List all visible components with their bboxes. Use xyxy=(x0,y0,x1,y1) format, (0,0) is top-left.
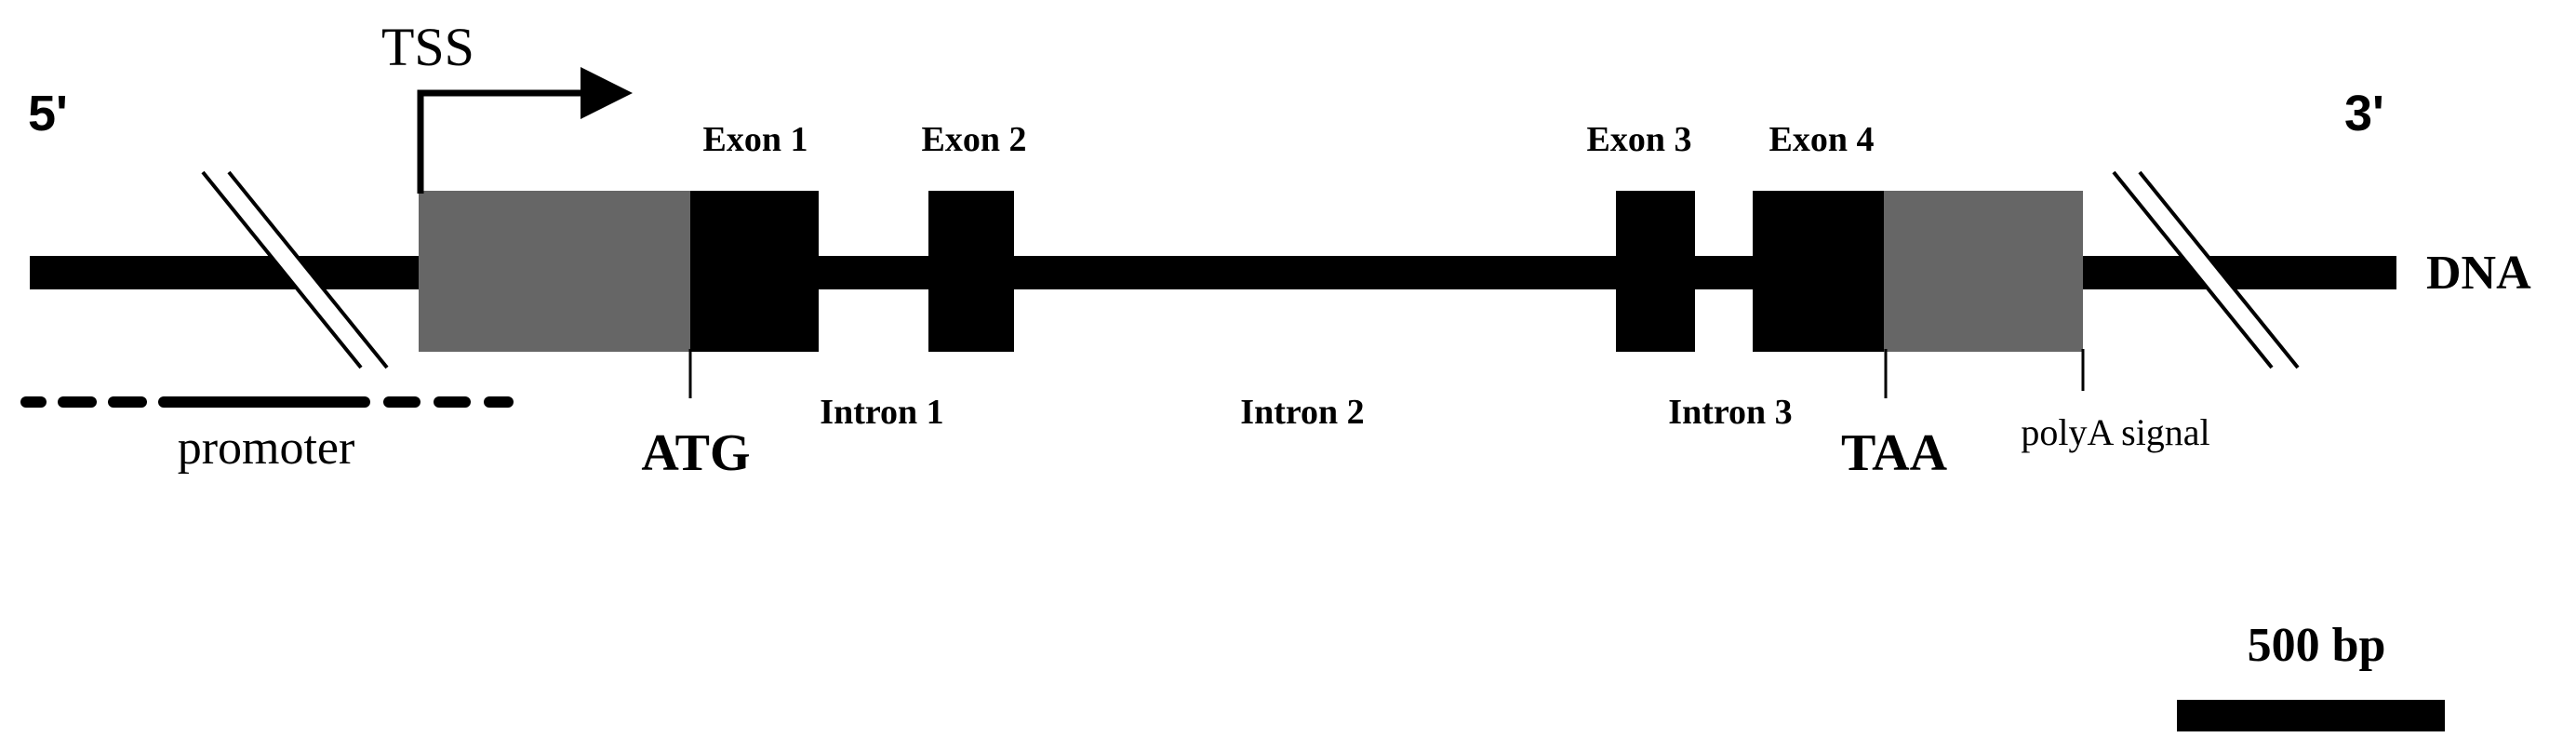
exon-3-label: Exon 3 xyxy=(1587,120,1692,159)
intron-1-label: Intron 1 xyxy=(820,393,943,432)
utr-5prime xyxy=(419,191,693,352)
tss-label: TSS xyxy=(381,17,474,77)
polya-signal-label: polyA signal xyxy=(2021,411,2209,453)
exon-4-box xyxy=(1753,191,1886,352)
scale-bar-label: 500 bp xyxy=(2248,619,2386,672)
intron-3-label: Intron 3 xyxy=(1668,393,1792,432)
scale-bar xyxy=(2177,700,2445,731)
dna-label: DNA xyxy=(2426,247,2531,300)
taa-label: TAA xyxy=(1841,424,1948,482)
tss-arrow xyxy=(417,67,633,194)
three-prime-label: 3' xyxy=(2344,86,2384,141)
exon-4-label: Exon 4 xyxy=(1769,120,1875,159)
exon-3-box xyxy=(1616,191,1695,352)
exon-2-box xyxy=(928,191,1014,352)
five-prime-label: 5' xyxy=(28,86,68,141)
promoter-label: promoter xyxy=(178,422,355,475)
utr-3prime xyxy=(1884,191,2083,352)
exon-1-box xyxy=(690,191,819,352)
exon-1-label: Exon 1 xyxy=(703,120,808,159)
intron-2-label: Intron 2 xyxy=(1240,393,1364,432)
break-mark-right xyxy=(2112,170,2300,369)
exon-2-label: Exon 2 xyxy=(922,120,1027,159)
atg-label: ATG xyxy=(641,424,750,482)
break-mark-left xyxy=(201,170,389,369)
